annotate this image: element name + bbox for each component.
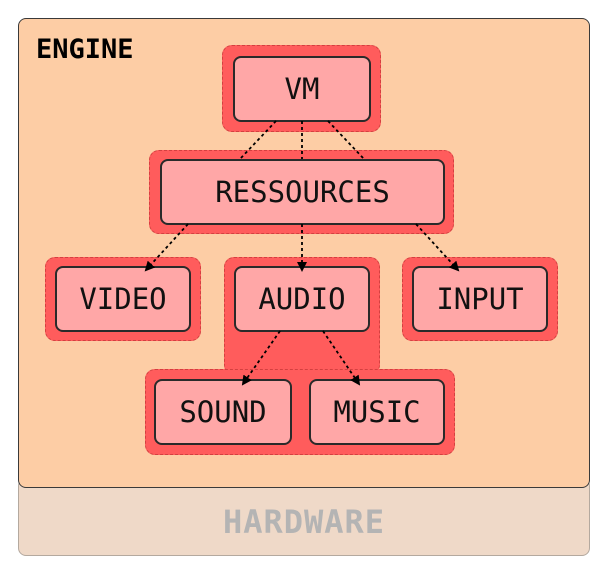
hardware-layer: HARDWARE: [18, 478, 590, 556]
music-node[interactable]: MUSIC: [309, 379, 445, 445]
ressources-node[interactable]: RESSOURCES: [160, 159, 445, 225]
sound-node[interactable]: SOUND: [154, 379, 292, 445]
vm-node[interactable]: VM: [233, 56, 371, 122]
hardware-label: HARDWARE: [222, 503, 386, 541]
audio-node[interactable]: AUDIO: [234, 266, 370, 332]
engine-label: ENGINE: [36, 34, 134, 65]
input-node[interactable]: INPUT: [412, 266, 548, 332]
video-node[interactable]: VIDEO: [55, 266, 191, 332]
